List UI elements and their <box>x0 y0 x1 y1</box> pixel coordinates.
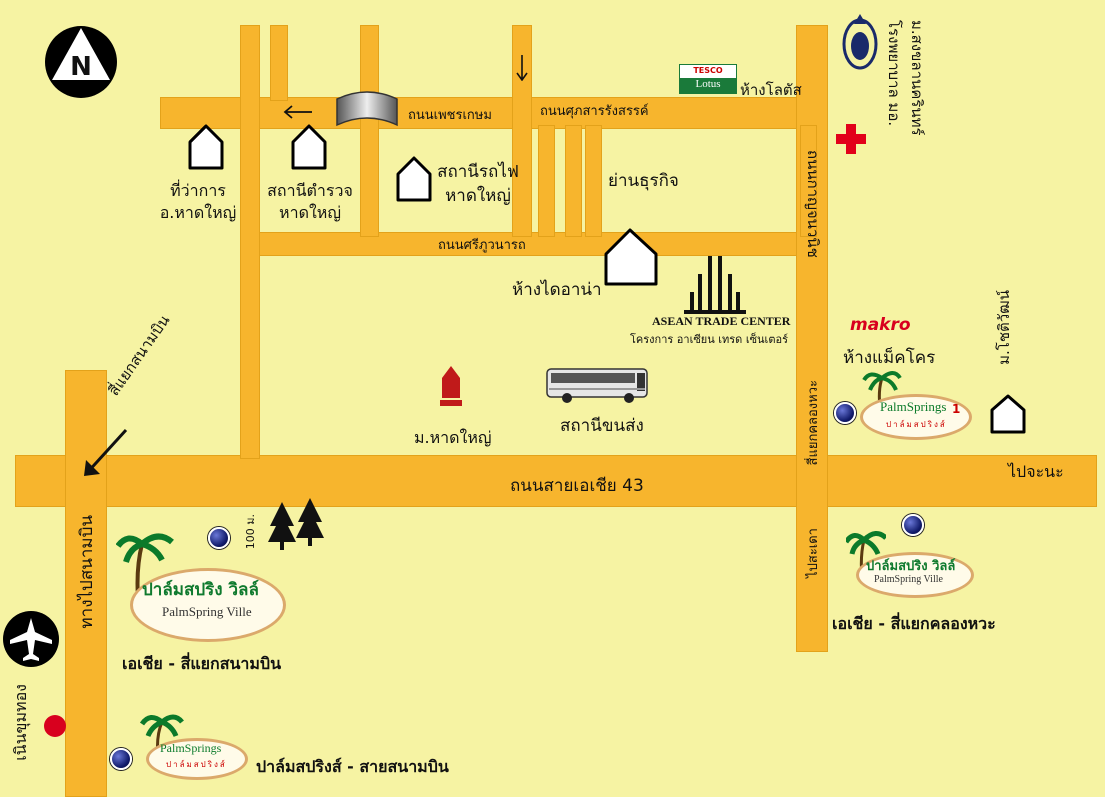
bus-icon <box>546 368 648 403</box>
label-district-office: ที่ว่าการ อ.หาดใหญ่ <box>159 181 237 222</box>
palmsprings1-number: 1 <box>952 402 961 416</box>
location-dot-icon-nhon-khum-thong <box>44 715 66 737</box>
ville-khlonghae-en: PalmSpring Ville <box>874 574 943 585</box>
palmspring-ville-khlonghae-logo <box>856 552 974 598</box>
road-vertical-8 <box>800 125 817 237</box>
road-label-asia43: ถนนสายเอเชีย 43 <box>510 476 644 496</box>
label-diana: ห้างไดอาน่า <box>512 280 602 300</box>
location-dot-icon-palmsprings1 <box>834 402 856 424</box>
palmsprings-airport-logo <box>146 738 248 780</box>
road-vertical-3 <box>360 25 379 237</box>
arrow-left-icon <box>283 105 312 119</box>
ville-khlonghae-thai: ปาล์มสปริง วิลล์ <box>866 559 956 574</box>
road-to-airport <box>65 370 107 797</box>
road-vertical-5 <box>538 125 555 237</box>
north-label: N <box>70 52 92 82</box>
building-icon-diana <box>604 228 658 286</box>
lotus-word-bg <box>680 78 736 93</box>
label-tesco-lotus: ห้างโลตัส <box>740 81 802 99</box>
tesco-word: TESCO <box>693 66 723 75</box>
palmsprings1-logo <box>860 394 972 440</box>
building-icon-train-station <box>396 156 432 202</box>
tesco-lotus-logo: TESCO Lotus <box>679 64 737 94</box>
lotus-word: Lotus <box>695 78 721 90</box>
road-vertical-2 <box>270 25 288 101</box>
caption-palmsprings-airport: ปาล์มสปริงส์ - สายสนามบิน <box>256 757 449 776</box>
label-asean-trade-center: ASEAN TRADE CENTER <box>652 314 791 328</box>
ville-airport-thai: ปาล์มสปริง วิลล์ <box>142 580 259 600</box>
airplane-icon <box>3 611 59 667</box>
road-label-khlong-hae-junction: สี่แยกคลองหวะ <box>806 380 821 466</box>
tree-icon <box>268 498 324 550</box>
road-asia43 <box>15 455 1097 507</box>
road-label-to-sadao: ไปสะเดา <box>806 528 821 578</box>
road-label-siphuwanat: ถนนศรีภูวนารถ <box>438 238 526 253</box>
makro-logo: makro <box>850 315 911 335</box>
location-dot-icon-ville-airport <box>208 527 230 549</box>
label-train-station: สถานีรถไฟ หาดใหญ่ <box>437 162 519 206</box>
road-label-100m: 100 ม. <box>244 514 257 550</box>
ps-airport-name: PalmSprings <box>160 741 222 755</box>
red-cross-icon <box>836 124 866 154</box>
road-label-kanchanawanit: ถนนกาญจนวนิช <box>804 150 822 258</box>
label-business-district: ย่านธุรกิจ <box>608 171 679 191</box>
road-label-to-chana: ไปจะนะ <box>1008 462 1064 481</box>
building-icon-district-office <box>188 124 224 170</box>
psu-emblem-icon <box>842 14 878 70</box>
building-icon-techno <box>990 394 1026 434</box>
label-hatyai-university: ม.หาดใหญ่ <box>414 428 492 447</box>
arrow-southwest-icon <box>84 428 128 476</box>
road-vertical-6 <box>565 125 582 237</box>
road-vertical-7 <box>585 125 602 237</box>
road-vertical-1 <box>240 25 260 459</box>
location-dot-icon-ville-khlonghae <box>902 514 924 536</box>
label-nhon-khum-thong: เนินขุมทอง <box>11 684 30 761</box>
arrow-down-icon <box>516 55 528 81</box>
road-phet-kasem <box>160 97 812 129</box>
hatyai-university-emblem-icon <box>440 366 462 406</box>
ville-airport-en: PalmSpring Ville <box>162 604 252 619</box>
building-icon-police <box>291 124 327 170</box>
north-arrow-icon: N <box>36 22 126 100</box>
label-techno: ม.โชติวัฒน์ <box>995 290 1013 365</box>
palmspring-ville-airport-logo <box>130 568 286 642</box>
palmsprings1-name: PalmSprings <box>880 399 947 414</box>
label-makro: ห้างแม็คโคร <box>843 348 936 368</box>
ps-airport-thai: ปาล์มสปริงส์ <box>166 760 227 769</box>
caption-asia-khlonghae: เอเชีย - สี่แยกคลองหวะ <box>832 614 996 633</box>
label-hospital: โรงพยาบาล มอ. <box>885 20 903 127</box>
asean-trade-center-icon <box>684 256 746 314</box>
label-police-station: สถานีตำรวจ หาดใหญ่ <box>267 181 353 222</box>
road-vertical-4 <box>512 25 532 237</box>
location-dot-icon-ps-airport <box>110 748 132 770</box>
label-bus-terminal: สถานีขนส่ง <box>560 416 644 436</box>
road-label-to-airport: ทางไปสนามบิน <box>77 515 97 629</box>
caption-asia-airport: เอเชีย - สี่แยกสนามบิน <box>122 654 282 673</box>
label-psu: ม.สงขลานครินทร์ <box>908 20 926 136</box>
palmsprings1-thai: ปาล์มสปริงส์ <box>886 420 947 429</box>
road-label-sukhasan: ถนนศุภสารรังสรรค์ <box>540 104 649 119</box>
road-label-phet-kasem: ถนนเพชรเกษม <box>408 108 492 123</box>
road-label-airport-junction: สี่แยกสนามบิน <box>104 311 174 400</box>
overpass-icon <box>336 91 398 127</box>
label-asean-trade-center-th: โครงการ อาเซียน เทรด เซ็นเตอร์ <box>630 333 788 346</box>
